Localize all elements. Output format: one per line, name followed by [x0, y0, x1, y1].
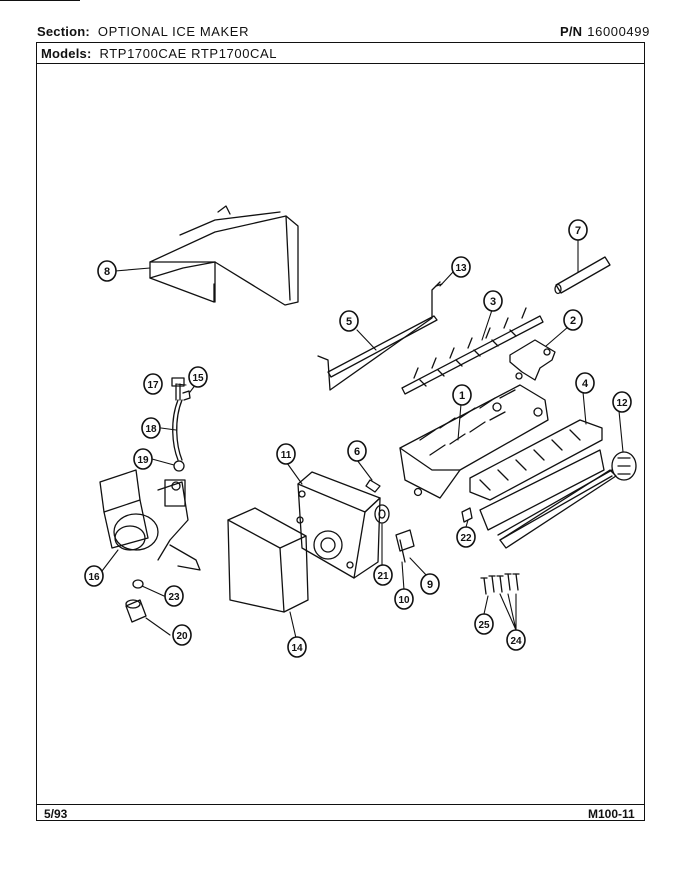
- part-clip: [461, 507, 473, 523]
- callout-number-20: 20: [176, 631, 188, 642]
- callout-circle-21: [373, 564, 393, 586]
- part-bracket: [509, 339, 556, 381]
- callout-circle-22: [456, 526, 476, 548]
- footer-rule: [36, 804, 645, 805]
- callout-circle-17: [143, 373, 163, 395]
- part-number: P/N 16000499: [560, 24, 650, 39]
- callout-number-11: 11: [281, 450, 292, 461]
- part-gear: [374, 504, 390, 524]
- callout-circle-10: [394, 588, 414, 610]
- callout-markers: 1234567891011121314151617181920212223242…: [84, 219, 632, 658]
- section-label: Section:: [37, 24, 90, 39]
- callout-number-17: 17: [147, 380, 159, 391]
- callout-circle-14: [287, 636, 307, 658]
- callout-circle-5: [339, 310, 359, 332]
- section-value: OPTIONAL ICE MAKER: [97, 24, 250, 39]
- callout-leaders: [101, 239, 624, 639]
- diagram-frame: [36, 42, 645, 821]
- models-value: RTP1700CAE RTP1700CAL: [99, 46, 278, 61]
- callout-number-16: 16: [88, 572, 100, 583]
- part-screw-6: [365, 479, 381, 493]
- callout-circle-9: [420, 573, 440, 595]
- footer-page-code: M100-11: [588, 807, 635, 821]
- pn-label: P/N: [560, 24, 583, 39]
- part-wire-harness: [497, 451, 637, 541]
- callout-circle-16: [84, 565, 104, 587]
- part-control-module: [296, 471, 381, 579]
- part-mold: [399, 384, 549, 499]
- callout-number-5: 5: [346, 316, 352, 328]
- callout-number-24: 24: [510, 636, 522, 647]
- callout-number-25: 25: [478, 620, 490, 631]
- callout-number-15: 15: [192, 373, 204, 384]
- part-stripper: [469, 419, 603, 501]
- part-heater-rod: [327, 315, 438, 378]
- part-screws: [480, 573, 520, 595]
- callout-number-21: 21: [377, 571, 389, 582]
- footer-date: 5/93: [44, 807, 68, 821]
- callout-number-13: 13: [455, 263, 467, 274]
- callout-circle-8: [97, 260, 117, 282]
- callout-number-22: 22: [460, 533, 472, 544]
- callout-circle-11: [276, 443, 296, 465]
- callout-number-1: 1: [459, 390, 465, 402]
- top-rule: [0, 0, 80, 1]
- callout-circle-18: [141, 417, 161, 439]
- callout-number-12: 12: [616, 398, 628, 409]
- callout-circle-3: [483, 290, 503, 312]
- callout-number-8: 8: [104, 266, 110, 278]
- callout-number-10: 10: [398, 595, 410, 606]
- part-cover-box: [227, 507, 309, 613]
- part-ice-bin-cover: [149, 205, 299, 306]
- part-water-valve: [99, 469, 201, 571]
- models-heading: Models: RTP1700CAE RTP1700CAL: [41, 46, 277, 61]
- models-row: [36, 42, 645, 64]
- part-ferrule: [125, 599, 147, 623]
- callout-number-19: 19: [137, 455, 149, 466]
- callout-number-7: 7: [575, 225, 581, 237]
- callout-circle-12: [612, 391, 632, 413]
- callout-number-4: 4: [582, 378, 589, 390]
- part-inlet-tube: [171, 377, 191, 472]
- section-heading: Section: OPTIONAL ICE MAKER: [37, 24, 249, 39]
- callout-circle-24: [506, 629, 526, 651]
- callout-circle-15: [188, 366, 208, 388]
- part-switch: [395, 529, 415, 563]
- pn-value: 16000499: [587, 24, 650, 39]
- callout-number-23: 23: [168, 592, 180, 603]
- callout-number-9: 9: [427, 579, 433, 591]
- models-label: Models:: [41, 46, 92, 61]
- callout-circle-2: [563, 309, 583, 331]
- callout-circle-4: [575, 372, 595, 394]
- callout-number-18: 18: [145, 424, 157, 435]
- part-ejector: [401, 307, 544, 395]
- callout-circle-1: [452, 384, 472, 406]
- part-fill-tube: [554, 256, 611, 295]
- callout-circle-13: [451, 256, 471, 278]
- callout-circle-19: [133, 448, 153, 470]
- part-nut: [132, 579, 144, 589]
- callout-circle-25: [474, 613, 494, 635]
- callout-circle-23: [164, 585, 184, 607]
- callout-circle-20: [172, 624, 192, 646]
- callout-number-6: 6: [354, 446, 360, 458]
- callout-number-14: 14: [291, 643, 303, 654]
- callout-number-3: 3: [490, 296, 496, 308]
- callout-circle-6: [347, 440, 367, 462]
- callout-number-2: 2: [570, 315, 576, 327]
- callout-circle-7: [568, 219, 588, 241]
